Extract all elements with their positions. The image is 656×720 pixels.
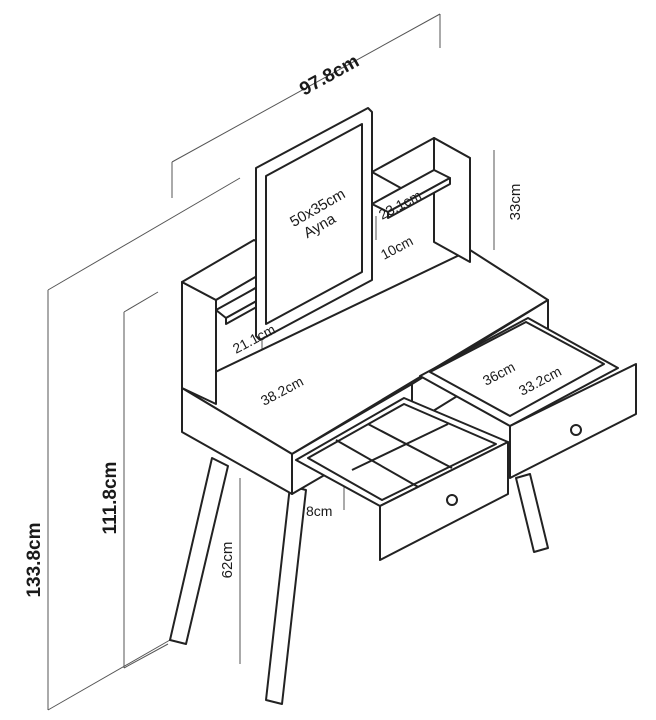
- left-drawer-inner: [307, 403, 497, 501]
- total-height-bottom-guide: [47, 639, 171, 711]
- right-drawer-front[interactable]: [509, 363, 637, 479]
- table-height-top-guide: [123, 291, 159, 313]
- right-drawer-inner: [429, 321, 605, 417]
- drawer-divider-3: [351, 423, 449, 471]
- total-height-label: 133.8cm: [24, 522, 45, 597]
- width-dimension-line: [171, 13, 441, 163]
- right-hutch-side: [433, 137, 471, 263]
- right-hutch: [371, 137, 471, 263]
- left-drawer: [295, 397, 509, 561]
- drawer-divider-2: [367, 423, 453, 469]
- left-drawer-knob[interactable]: [446, 494, 458, 506]
- drawer-height-label: 8cm: [306, 503, 332, 519]
- leg-height-label: 62cm: [219, 542, 236, 579]
- right-drawer: [419, 317, 637, 479]
- total-height-top-guide: [47, 177, 241, 291]
- leg-back-right: [515, 473, 549, 553]
- hutch-height-label: 33cm: [507, 184, 524, 221]
- drawer-divider-1: [335, 439, 421, 489]
- total-width-label: 97.8cm: [296, 51, 363, 101]
- right-shelf-gap-label: 10cm: [378, 232, 416, 262]
- leg-front-right: [265, 485, 307, 705]
- leg-front-left: [169, 457, 229, 645]
- right-drawer-knob[interactable]: [570, 424, 582, 436]
- mirror: [255, 107, 373, 341]
- left-drawer-front[interactable]: [379, 441, 509, 561]
- mirror-glass: [265, 123, 363, 325]
- right-shelf-edge: [387, 177, 451, 219]
- table-height-bottom-guide: [123, 643, 169, 669]
- table-height-label: 111.8cm: [100, 462, 121, 535]
- left-side-panel-front: [181, 281, 217, 405]
